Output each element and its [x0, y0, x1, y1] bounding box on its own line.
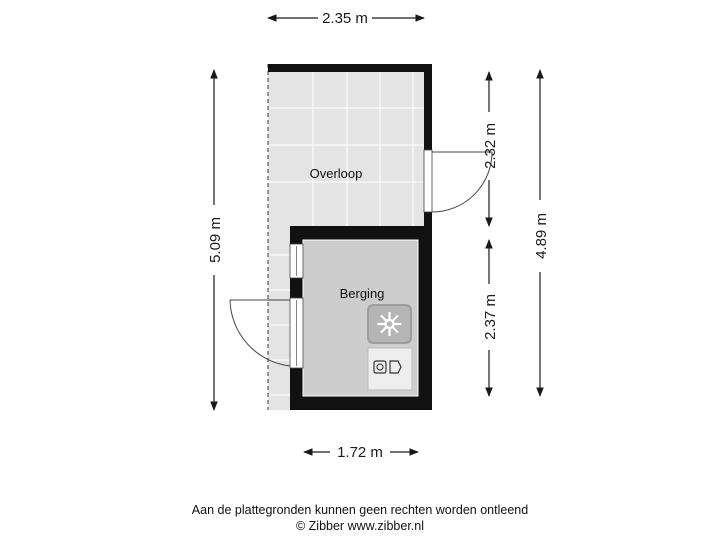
- dim-bottom-label: 1.72 m: [337, 444, 383, 461]
- wall-right-upper-a: [424, 64, 432, 150]
- wall-right-upper-b: [424, 212, 432, 226]
- wall-top: [268, 64, 430, 72]
- dim-left-label: 5.09 m: [207, 217, 224, 263]
- overloop-floor: [268, 64, 430, 230]
- room-label-overloop: Overloop: [310, 166, 363, 181]
- door-frame-right: [423, 149, 433, 213]
- fan-heater-icon: [367, 304, 412, 344]
- stair-strip-lines: [268, 254, 290, 396]
- dim-top-label: 2.35 m: [322, 10, 368, 27]
- dim-right-upper-label: 2.32 m: [482, 123, 499, 169]
- overloop-tiles: [268, 72, 424, 230]
- room-label-berging: Berging: [340, 286, 385, 301]
- dim-right-lower-label: 2.37 m: [482, 294, 499, 340]
- washing-machine-icon: [367, 347, 413, 391]
- door-swing-left: [229, 299, 291, 367]
- footer-copyright: © Zibber www.zibber.nl: [295, 519, 424, 533]
- door-swing-right: [431, 151, 493, 213]
- stair-strip: [268, 230, 290, 410]
- dim-right-total-label: 4.89 m: [533, 213, 550, 259]
- footer-disclaimer: Aan de plattegronden kunnen geen rechten…: [191, 503, 529, 517]
